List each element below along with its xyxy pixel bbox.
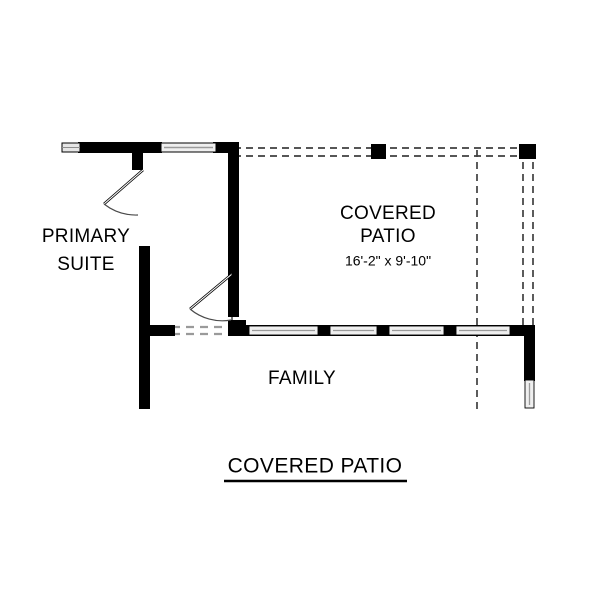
plan-title-group: COVERED PATIO	[224, 455, 407, 483]
patio-access-door	[189, 273, 233, 322]
patio-post-bottom-1	[317, 325, 331, 336]
window-group	[61, 142, 535, 409]
family-window-4	[455, 325, 511, 336]
room-dimensions-covered-patio: 16'-2" x 9'-10"	[345, 253, 431, 269]
patio-post-bottom-right	[509, 325, 525, 336]
top-window-primary-suite	[160, 142, 217, 153]
door-group	[103, 169, 233, 322]
wall-vertical-primary-family	[139, 246, 150, 409]
family-window-3	[388, 325, 445, 336]
room-label-covered-patio-line2: PATIO	[360, 226, 416, 247]
wall-lower-stub-left	[147, 325, 175, 336]
post-group	[317, 144, 536, 336]
right-lower-window	[524, 379, 535, 409]
left-end-window	[61, 142, 81, 153]
family-window-2	[329, 325, 378, 336]
room-label-primary-suite-line2: SUITE	[57, 254, 114, 275]
wall-top-primary-left	[78, 142, 162, 153]
plan-title: COVERED PATIO	[228, 455, 403, 478]
room-label-family: FAMILY	[268, 368, 336, 389]
room-labels: PRIMARY SUITE COVERED PATIO 16'-2" x 9'-…	[42, 203, 436, 389]
wall-door-jamb-upper	[132, 148, 143, 170]
wall-opening-dashed	[172, 325, 232, 336]
patio-post-top-right	[519, 144, 536, 159]
wall-top-primary-right	[213, 142, 233, 153]
wall-vertical-primary-patio	[228, 142, 239, 317]
wall-right-lower	[524, 325, 535, 381]
primary-suite-entry-door	[103, 169, 144, 216]
patio-post-bottom-3	[443, 325, 457, 336]
family-window-1	[248, 325, 319, 336]
room-label-covered-patio-line1: COVERED	[340, 203, 436, 224]
room-label-primary-suite-line1: PRIMARY	[42, 226, 130, 247]
patio-post-bottom-2	[376, 325, 390, 336]
patio-post-top-center	[371, 144, 386, 159]
